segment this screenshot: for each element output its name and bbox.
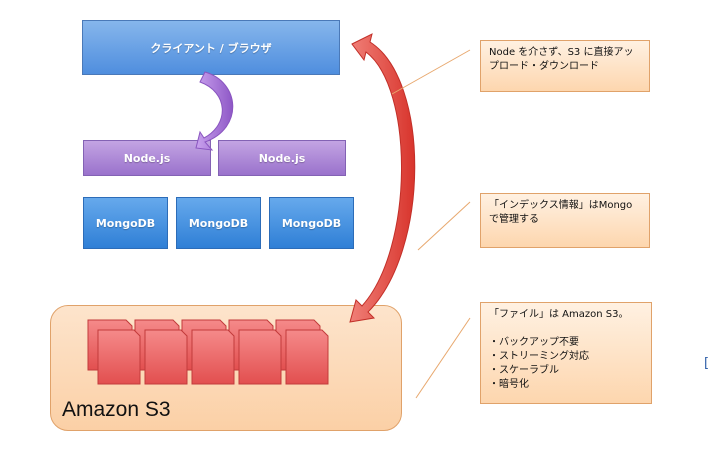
note-direct-upload: Node を介さず、S3 に直接アップロード・ダウンロード: [480, 40, 650, 92]
purple-curved-arrow: [195, 71, 234, 151]
mongodb-box-2: MongoDB: [176, 197, 261, 249]
note-index-info: 「インデックス情報」はMongoで管理する: [480, 193, 650, 248]
file-front-3: [191, 329, 235, 385]
edge-bracket-glyph: [: [704, 356, 709, 371]
note-connector-2: [417, 201, 471, 251]
file-front-1: [97, 329, 141, 385]
mongodb-box-1: MongoDB: [83, 197, 168, 249]
nodejs-label-2: Node.js: [258, 151, 306, 165]
client-browser-label: クライアント / ブラウザ: [150, 41, 272, 55]
file-front-4: [238, 329, 282, 385]
mongodb-label-1: MongoDB: [95, 216, 156, 230]
nodejs-label-1: Node.js: [123, 151, 171, 165]
file-front-2: [144, 329, 188, 385]
red-curved-arrow: [349, 33, 416, 323]
client-browser-box: クライアント / ブラウザ: [82, 20, 340, 75]
nodejs-box-2: Node.js: [218, 140, 346, 176]
note-s3-files: 「ファイル」は Amazon S3。 ・バックアップ不要 ・ストリーミング対応 …: [480, 302, 652, 404]
s3-files-front-row: [97, 329, 329, 385]
file-front-5: [285, 329, 329, 385]
amazon-s3-label: Amazon S3: [62, 398, 171, 421]
nodejs-box-1: Node.js: [83, 140, 211, 176]
note-connector-1: [391, 49, 471, 95]
note-connector-3: [415, 317, 471, 399]
mongodb-box-3: MongoDB: [269, 197, 354, 249]
mongodb-label-3: MongoDB: [281, 216, 342, 230]
mongodb-label-2: MongoDB: [188, 216, 249, 230]
